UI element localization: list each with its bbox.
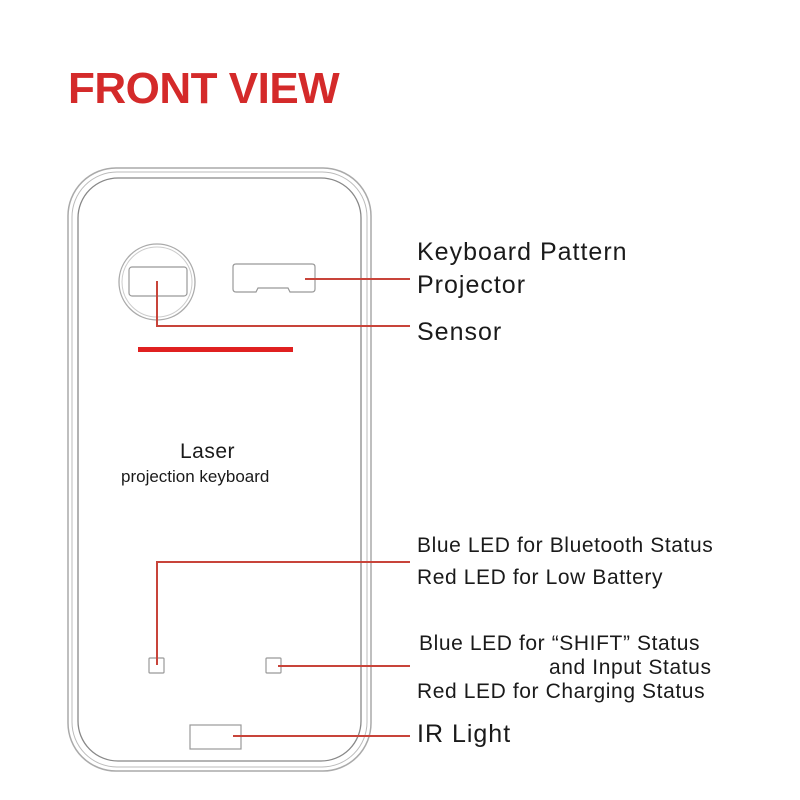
led1-label-1: Blue LED for Bluetooth Status: [417, 534, 714, 557]
ir-light-label: IR Light: [417, 720, 512, 748]
led2-label-2: and Input Status: [549, 656, 712, 679]
led2-label-1: Blue LED for “SHIFT” Status: [419, 632, 701, 655]
projector-label: Keyboard Pattern: [417, 238, 628, 266]
device-outer-outline: [67, 167, 372, 772]
led1-leader: [156, 561, 410, 665]
page-title: FRONT VIEW: [68, 64, 340, 113]
device-middle-outline: [71, 171, 368, 768]
device-name: Laser: [180, 440, 236, 463]
projector-window: [232, 263, 316, 293]
laser-bar: [138, 347, 293, 352]
sensor-label: Sensor: [417, 318, 503, 346]
device-inner-outline: [77, 177, 362, 762]
led1-label-2: Red LED for Low Battery: [417, 566, 664, 589]
sensor-leader: [156, 281, 410, 327]
projector-label-2: Projector: [417, 271, 527, 299]
device-subtitle: projection keyboard: [121, 467, 270, 486]
led2-label-3: Red LED for Charging Status: [417, 680, 706, 703]
